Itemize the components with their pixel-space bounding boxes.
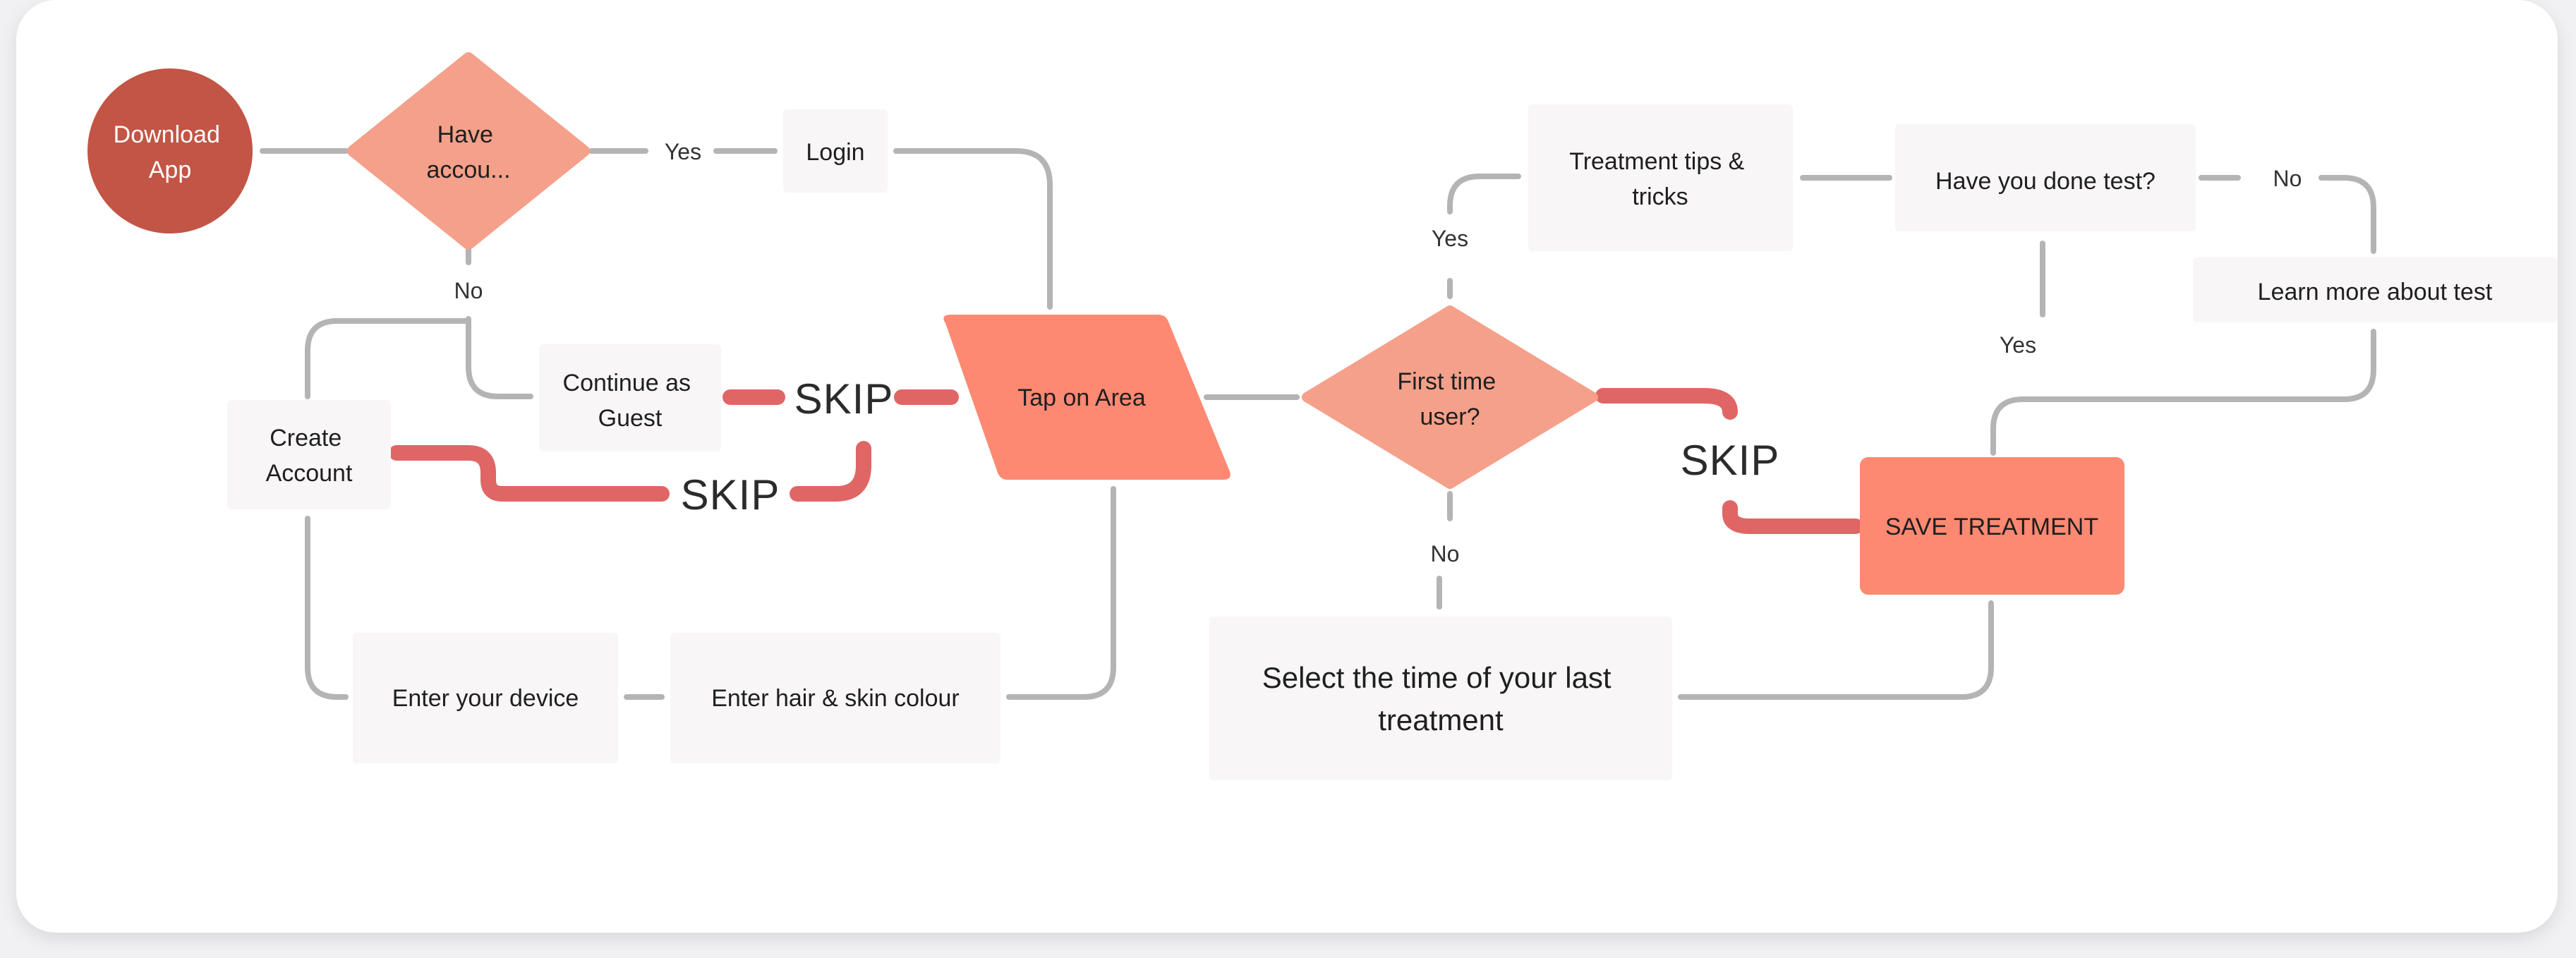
skip-connectors xyxy=(389,388,1863,534)
skip-edge-create-right xyxy=(790,441,871,502)
edge-label-first-yes: Yes xyxy=(1432,226,1468,251)
login-box xyxy=(783,109,888,193)
edge-label-account-yes: Yes xyxy=(665,139,701,164)
enter-device-label: Enter your device xyxy=(392,685,579,712)
node-have-account[interactable]: Have accou... xyxy=(347,52,590,250)
skip-labels: SKIP SKIP SKIP xyxy=(681,375,1780,519)
diagram-canvas: Download App Have accou... Login Continu… xyxy=(16,0,2558,933)
edge-hair-skin-tap-area xyxy=(1006,486,1116,700)
login-label: Login xyxy=(806,139,864,166)
edge-label-account-no: No xyxy=(454,278,483,303)
create-account-label: Create Account xyxy=(266,425,353,487)
treatment-tips-box xyxy=(1528,104,1793,251)
first-time-user-decision-shape xyxy=(1302,305,1598,489)
node-treatment-tips[interactable]: Treatment tips & tricks xyxy=(1528,104,1793,251)
edge-no-create-account xyxy=(305,318,471,399)
node-tap-on-area[interactable]: Tap on Area xyxy=(943,315,1230,480)
node-first-time-user[interactable]: First time user? xyxy=(1302,305,1598,489)
skip-edge-save-top xyxy=(1595,388,1738,420)
save-treatment-label: SAVE TREATMENT xyxy=(1885,514,2098,540)
first-time-user-label: First time user? xyxy=(1397,368,1502,430)
download-app-shape xyxy=(87,68,253,234)
skip-label-save: SKIP xyxy=(1681,437,1780,484)
select-time-label: Select the time of your last treatment xyxy=(1262,661,1620,736)
skip-edge-save-bottom xyxy=(1722,500,1863,534)
treatment-tips-label: Treatment tips & tricks xyxy=(1569,148,1751,210)
download-app-label: Download App xyxy=(114,121,227,183)
edge-label-test-yes: Yes xyxy=(2000,332,2036,358)
enter-hair-skin-box xyxy=(670,633,1000,763)
continue-guest-box xyxy=(539,344,721,451)
node-enter-device[interactable]: Enter your device xyxy=(353,633,618,763)
skip-edge-create-left xyxy=(389,445,670,502)
edge-login-tap-area xyxy=(893,148,1053,310)
tap-on-area-label: Tap on Area xyxy=(1017,384,1146,411)
flowchart: Download App Have accou... Login Continu… xyxy=(87,52,2558,780)
node-select-time[interactable]: Select the time of your last treatment xyxy=(1209,617,1672,780)
create-account-box xyxy=(227,400,391,509)
node-save-treatment[interactable]: SAVE TREATMENT xyxy=(1860,457,2124,595)
edge-yes-treatment-tips xyxy=(1447,174,1521,214)
continue-guest-label: Continue as Guest xyxy=(563,370,698,432)
have-done-test-box xyxy=(1895,124,2196,231)
tap-on-area-shape xyxy=(943,315,1230,480)
edge-no-learn-more xyxy=(2318,175,2376,254)
nodes: Download App Have accou... Login Continu… xyxy=(87,52,2558,780)
edge-learn-more-save xyxy=(1990,329,2376,456)
node-download-app[interactable]: Download App xyxy=(87,68,253,234)
learn-more-test-box xyxy=(2193,257,2558,322)
connectors xyxy=(260,148,2376,700)
edge-label-test-no: No xyxy=(2273,166,2302,191)
skip-label-guest: SKIP xyxy=(794,375,894,423)
node-create-account[interactable]: Create Account xyxy=(227,400,391,509)
edge-create-account-enter-device xyxy=(305,516,349,700)
node-login[interactable]: Login xyxy=(783,109,888,193)
have-account-decision-shape xyxy=(347,52,590,250)
enter-hair-skin-label: Enter hair & skin colour xyxy=(711,685,960,712)
edge-no-continue-guest xyxy=(466,316,533,399)
select-time-box xyxy=(1209,617,1672,780)
node-continue-guest[interactable]: Continue as Guest xyxy=(539,344,721,451)
node-have-done-test[interactable]: Have you done test? xyxy=(1895,124,2196,231)
node-learn-more-test[interactable]: Learn more about test xyxy=(2193,257,2558,322)
edge-label-first-no: No xyxy=(1431,541,1460,566)
have-done-test-label: Have you done test? xyxy=(1935,168,2155,195)
save-treatment-shape xyxy=(1860,457,2124,595)
skip-label-create: SKIP xyxy=(681,471,780,519)
edge-labels: Yes No Yes No No Yes xyxy=(454,139,2302,566)
learn-more-test-label: Learn more about test xyxy=(2258,279,2493,305)
enter-device-box xyxy=(353,633,618,763)
have-account-label: Have accou... xyxy=(426,121,510,183)
edge-select-time-save xyxy=(1678,600,1994,700)
node-enter-hair-skin[interactable]: Enter hair & skin colour xyxy=(670,633,1000,763)
